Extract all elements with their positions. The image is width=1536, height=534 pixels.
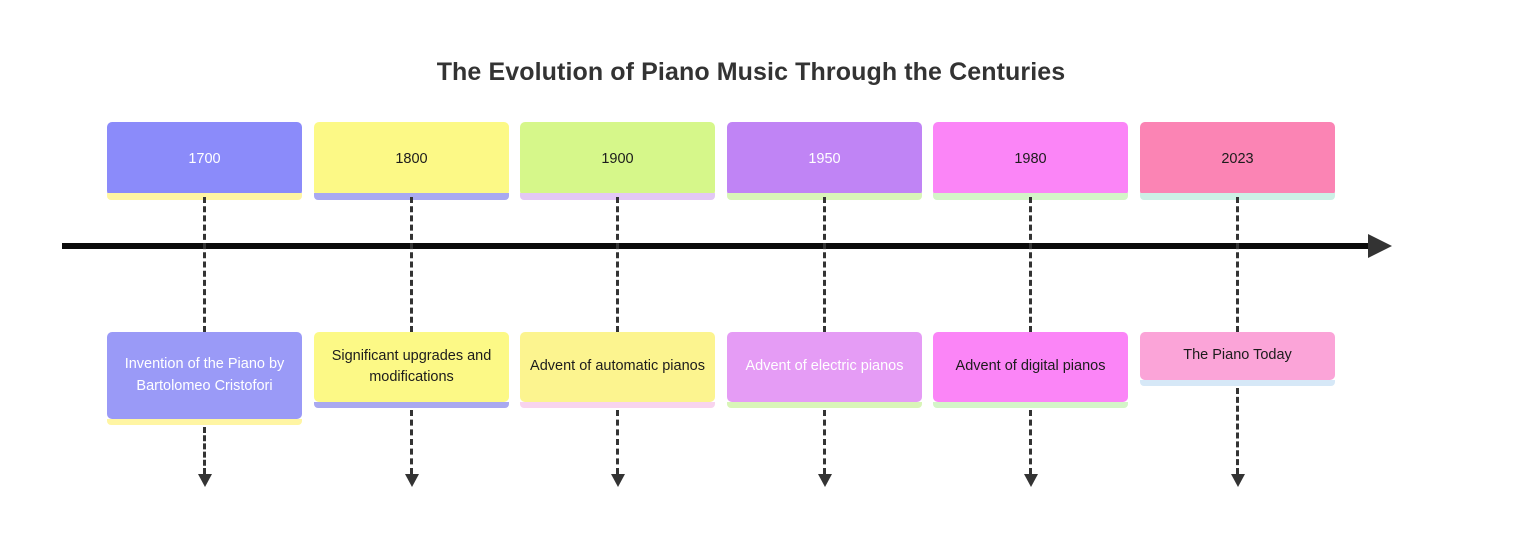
connector-dashed-line-tail bbox=[616, 410, 619, 474]
connector-dashed-line bbox=[1029, 197, 1032, 332]
timeline-axis-line bbox=[62, 243, 1374, 249]
period-card[interactable]: 1980 bbox=[933, 122, 1128, 196]
connector-dashed-line-tail bbox=[203, 427, 206, 474]
event-label: Invention of the Piano by Bartolomeo Cri… bbox=[124, 356, 285, 394]
connector-dashed-line-tail bbox=[1029, 410, 1032, 474]
connector-dashed-line-tail bbox=[823, 410, 826, 474]
period-card-shadow bbox=[933, 193, 1128, 200]
period-label: 1980 bbox=[1014, 150, 1047, 167]
event-label: Advent of digital pianos bbox=[955, 358, 1106, 375]
event-card-shadow bbox=[107, 419, 302, 425]
page-title: The Evolution of Piano Music Through the… bbox=[436, 58, 1066, 86]
event-card[interactable]: Significant upgrades and modifications bbox=[314, 332, 509, 402]
connector-arrow-icon bbox=[1023, 474, 1038, 487]
connector-arrow-icon bbox=[1230, 474, 1245, 487]
connector-arrow-icon bbox=[817, 474, 832, 487]
timeline-axis-arrow-icon bbox=[1368, 234, 1392, 258]
event-card[interactable]: Invention of the Piano by Bartolomeo Cri… bbox=[107, 332, 302, 419]
connector-arrow-icon bbox=[610, 474, 625, 487]
event-card[interactable]: Advent of automatic pianos bbox=[520, 332, 715, 402]
event-card[interactable]: Advent of electric pianos bbox=[727, 332, 922, 402]
event-card-shadow bbox=[727, 402, 922, 408]
connector-dashed-line bbox=[203, 197, 206, 332]
period-card-shadow bbox=[107, 193, 302, 200]
period-card[interactable]: 1950 bbox=[727, 122, 922, 196]
period-label: 1700 bbox=[188, 150, 221, 167]
connector-arrow-icon bbox=[197, 474, 212, 487]
event-card-shadow bbox=[1140, 380, 1335, 386]
event-card-shadow bbox=[520, 402, 715, 408]
event-label: Advent of automatic pianos bbox=[530, 358, 705, 375]
period-card[interactable]: 1700 bbox=[107, 122, 302, 196]
event-label: The Piano Today bbox=[1183, 347, 1292, 364]
event-card-shadow bbox=[314, 402, 509, 408]
connector-dashed-line bbox=[823, 197, 826, 332]
event-card[interactable]: Advent of digital pianos bbox=[933, 332, 1128, 402]
period-card[interactable]: 1900 bbox=[520, 122, 715, 196]
period-card-shadow bbox=[1140, 193, 1335, 200]
period-label: 1950 bbox=[808, 150, 841, 167]
period-label: 1800 bbox=[395, 150, 428, 167]
connector-dashed-line bbox=[1236, 197, 1239, 332]
period-card-shadow bbox=[520, 193, 715, 200]
period-card-shadow bbox=[727, 193, 922, 200]
connector-dashed-line-tail bbox=[1236, 388, 1239, 474]
connector-arrow-icon bbox=[404, 474, 419, 487]
period-label: 2023 bbox=[1221, 150, 1254, 167]
event-label: Advent of electric pianos bbox=[745, 358, 904, 375]
period-label: 1900 bbox=[601, 150, 634, 167]
connector-dashed-line bbox=[410, 197, 413, 332]
connector-dashed-line bbox=[616, 197, 619, 332]
period-card-shadow bbox=[314, 193, 509, 200]
connector-dashed-line-tail bbox=[410, 410, 413, 474]
event-card[interactable]: The Piano Today bbox=[1140, 332, 1335, 380]
event-label: Significant upgrades and modifications bbox=[331, 347, 492, 385]
event-card-shadow bbox=[933, 402, 1128, 408]
period-card[interactable]: 2023 bbox=[1140, 122, 1335, 196]
period-card[interactable]: 1800 bbox=[314, 122, 509, 196]
